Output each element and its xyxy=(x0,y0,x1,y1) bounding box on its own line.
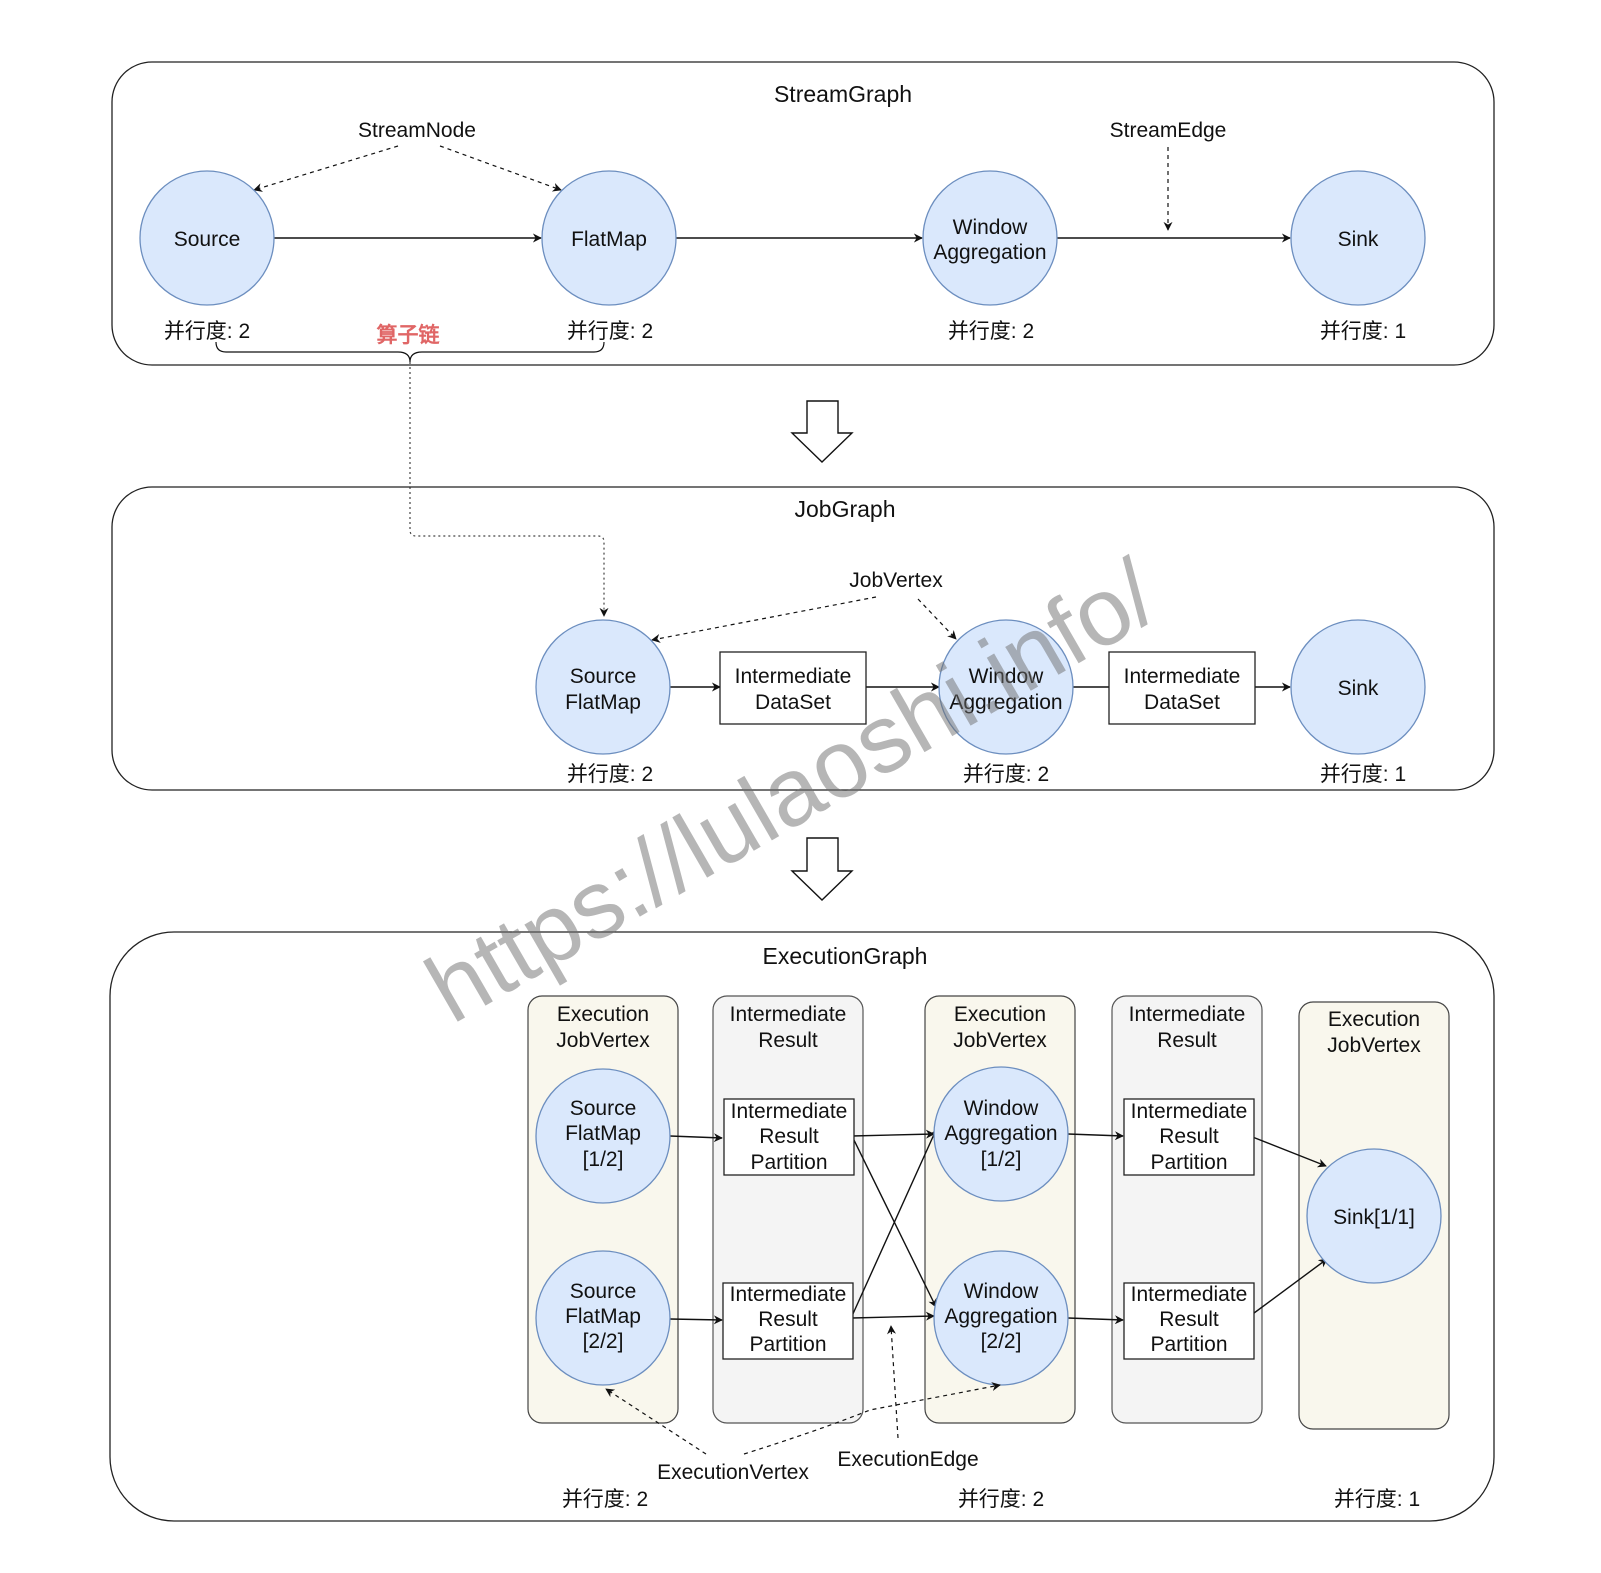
stream-node-window-label-line1: Window xyxy=(953,216,1029,239)
job-vertex-label: JobVertex xyxy=(849,569,943,592)
exec-vertex-window-1: Window Aggregation [1/2] xyxy=(933,1066,1069,1202)
exec-column-window-title-line2: JobVertex xyxy=(953,1029,1047,1052)
job-dataset-2-line2: DataSet xyxy=(1144,691,1220,714)
stream-node-window-label-line2: Aggregation xyxy=(933,241,1046,264)
exec-vertex-sink: Sink[1/1] xyxy=(1306,1148,1442,1284)
ir-partition-1-1-line3: Partition xyxy=(750,1151,827,1174)
exec-vertex-window-2-line3: [2/2] xyxy=(981,1330,1022,1353)
ir-partition-1-2-line3: Partition xyxy=(749,1333,826,1356)
exec-vertex-source-2-line3: [2/2] xyxy=(583,1330,624,1353)
exec-parallelism-window: 并行度: 2 xyxy=(958,1488,1044,1511)
job-vertex-source-label-line2: FlatMap xyxy=(565,691,641,714)
job-vertex-source-flatmap: Source FlatMap xyxy=(535,619,671,755)
stream-node-source-label: Source xyxy=(174,228,241,251)
exec-vertex-window-2-line1: Window xyxy=(964,1280,1040,1303)
ir-partition-2-1-line3: Partition xyxy=(1150,1151,1227,1174)
job-parallelism-sink: 并行度: 1 xyxy=(1320,763,1406,786)
job-vertex-window-label-line2: Aggregation xyxy=(949,691,1062,714)
stream-node-flatmap-label: FlatMap xyxy=(571,228,647,251)
ir-partition-1-1-line2: Result xyxy=(759,1125,819,1148)
execution-graph-title: ExecutionGraph xyxy=(763,943,928,969)
ir-partition-2-1-line1: Intermediate xyxy=(1131,1100,1248,1123)
ir-partition-2-2-line3: Partition xyxy=(1150,1333,1227,1356)
job-dataset-2-line1: Intermediate xyxy=(1124,665,1241,688)
ir-column-1-title-line2: Result xyxy=(758,1029,818,1052)
exec-parallelism-source: 并行度: 2 xyxy=(562,1488,648,1511)
job-vertex-sink-label: Sink xyxy=(1338,677,1379,700)
job-graph-panel: JobGraph JobVertex Source FlatMap Interm… xyxy=(111,486,1495,791)
stream-node-sink-label: Sink xyxy=(1338,228,1379,251)
exec-parallelism-sink: 并行度: 1 xyxy=(1334,1488,1420,1511)
exec-vertex-window-1-line2: Aggregation xyxy=(944,1122,1057,1145)
ir-partition-2-2-line2: Result xyxy=(1159,1308,1219,1331)
ir-partition-1-2: Intermediate Result Partition xyxy=(722,1282,854,1360)
exec-vertex-source-1-line2: FlatMap xyxy=(565,1122,641,1145)
exec-vertex-source-1-line3: [1/2] xyxy=(583,1148,624,1171)
stream-edge-label: StreamEdge xyxy=(1110,119,1227,142)
ir-partition-1-2-line1: Intermediate xyxy=(730,1283,847,1306)
stream-graph-panel: StreamGraph StreamNode StreamEdge Source… xyxy=(111,61,1495,617)
stream-node-flatmap: FlatMap xyxy=(541,170,677,306)
stream-graph-title: StreamGraph xyxy=(774,81,912,107)
ir-partition-2-1: Intermediate Result Partition xyxy=(1123,1098,1255,1176)
execution-graph-panel: ExecutionGraph Execution JobVertex Inter… xyxy=(109,931,1495,1522)
exec-vertex-source-2-line1: Source xyxy=(570,1280,637,1303)
ir-column-2-title-line1: Intermediate xyxy=(1129,1003,1246,1026)
exec-vertex-source-2-line2: FlatMap xyxy=(565,1305,641,1328)
job-vertex-window-aggregation: Window Aggregation xyxy=(938,619,1074,755)
job-vertex-source-label-line1: Source xyxy=(570,665,637,688)
stream-node-label: StreamNode xyxy=(358,119,476,142)
job-vertex-window-label-line1: Window xyxy=(969,665,1045,688)
operator-chain-label: 算子链 xyxy=(377,323,441,347)
stream-node-sink: Sink xyxy=(1290,170,1426,306)
ir-partition-1-1: Intermediate Result Partition xyxy=(723,1098,855,1176)
stream-parallelism-source: 并行度: 2 xyxy=(164,320,250,343)
execution-edge-label: ExecutionEdge xyxy=(837,1448,978,1471)
stream-node-source: Source xyxy=(139,170,275,306)
job-graph-title: JobGraph xyxy=(794,496,895,522)
exec-vertex-window-1-line1: Window xyxy=(964,1097,1040,1120)
exec-vertex-window-2-line2: Aggregation xyxy=(944,1305,1057,1328)
ir-partition-2-1-line2: Result xyxy=(1159,1125,1219,1148)
ir-partition-2-2: Intermediate Result Partition xyxy=(1123,1282,1255,1360)
job-vertex-sink: Sink xyxy=(1290,619,1426,755)
stream-parallelism-flatmap: 并行度: 2 xyxy=(567,320,653,343)
exec-column-source-title-line1: Execution xyxy=(557,1003,649,1026)
exec-vertex-source-1: Source FlatMap [1/2] xyxy=(535,1068,671,1204)
exec-vertex-source-1-line1: Source xyxy=(570,1097,637,1120)
exec-column-source-title-line2: JobVertex xyxy=(556,1029,650,1052)
exec-vertex-sink-label: Sink[1/1] xyxy=(1333,1206,1415,1229)
execution-vertex-label: ExecutionVertex xyxy=(657,1461,809,1484)
job-parallelism-window: 并行度: 2 xyxy=(963,763,1049,786)
ir-column-2-title-line2: Result xyxy=(1157,1029,1217,1052)
job-dataset-1: Intermediate DataSet xyxy=(719,651,867,725)
job-dataset-1-line2: DataSet xyxy=(755,691,831,714)
exec-vertex-source-2: Source FlatMap [2/2] xyxy=(535,1250,671,1386)
stream-parallelism-sink: 并行度: 1 xyxy=(1320,320,1406,343)
exec-column-window-title-line1: Execution xyxy=(954,1003,1046,1026)
exec-column-sink-title-line1: Execution xyxy=(1328,1008,1420,1031)
ir-partition-1-1-line1: Intermediate xyxy=(731,1100,848,1123)
exec-column-sink-title-line2: JobVertex xyxy=(1327,1034,1421,1057)
exec-vertex-window-1-line3: [1/2] xyxy=(981,1148,1022,1171)
ir-partition-1-2-line2: Result xyxy=(758,1308,818,1331)
operator-chain-connector xyxy=(409,362,609,617)
stream-node-window-aggregation: Window Aggregation xyxy=(922,170,1058,306)
exec-vertex-window-2: Window Aggregation [2/2] xyxy=(933,1250,1069,1386)
stream-parallelism-window: 并行度: 2 xyxy=(948,320,1034,343)
job-parallelism-source: 并行度: 2 xyxy=(567,763,653,786)
transform-arrow-2 xyxy=(790,837,854,901)
ir-partition-2-2-line1: Intermediate xyxy=(1131,1283,1248,1306)
transform-arrow-1 xyxy=(790,400,854,463)
job-dataset-1-line1: Intermediate xyxy=(735,665,852,688)
ir-column-1-title-line1: Intermediate xyxy=(730,1003,847,1026)
job-dataset-2: Intermediate DataSet xyxy=(1108,651,1256,725)
